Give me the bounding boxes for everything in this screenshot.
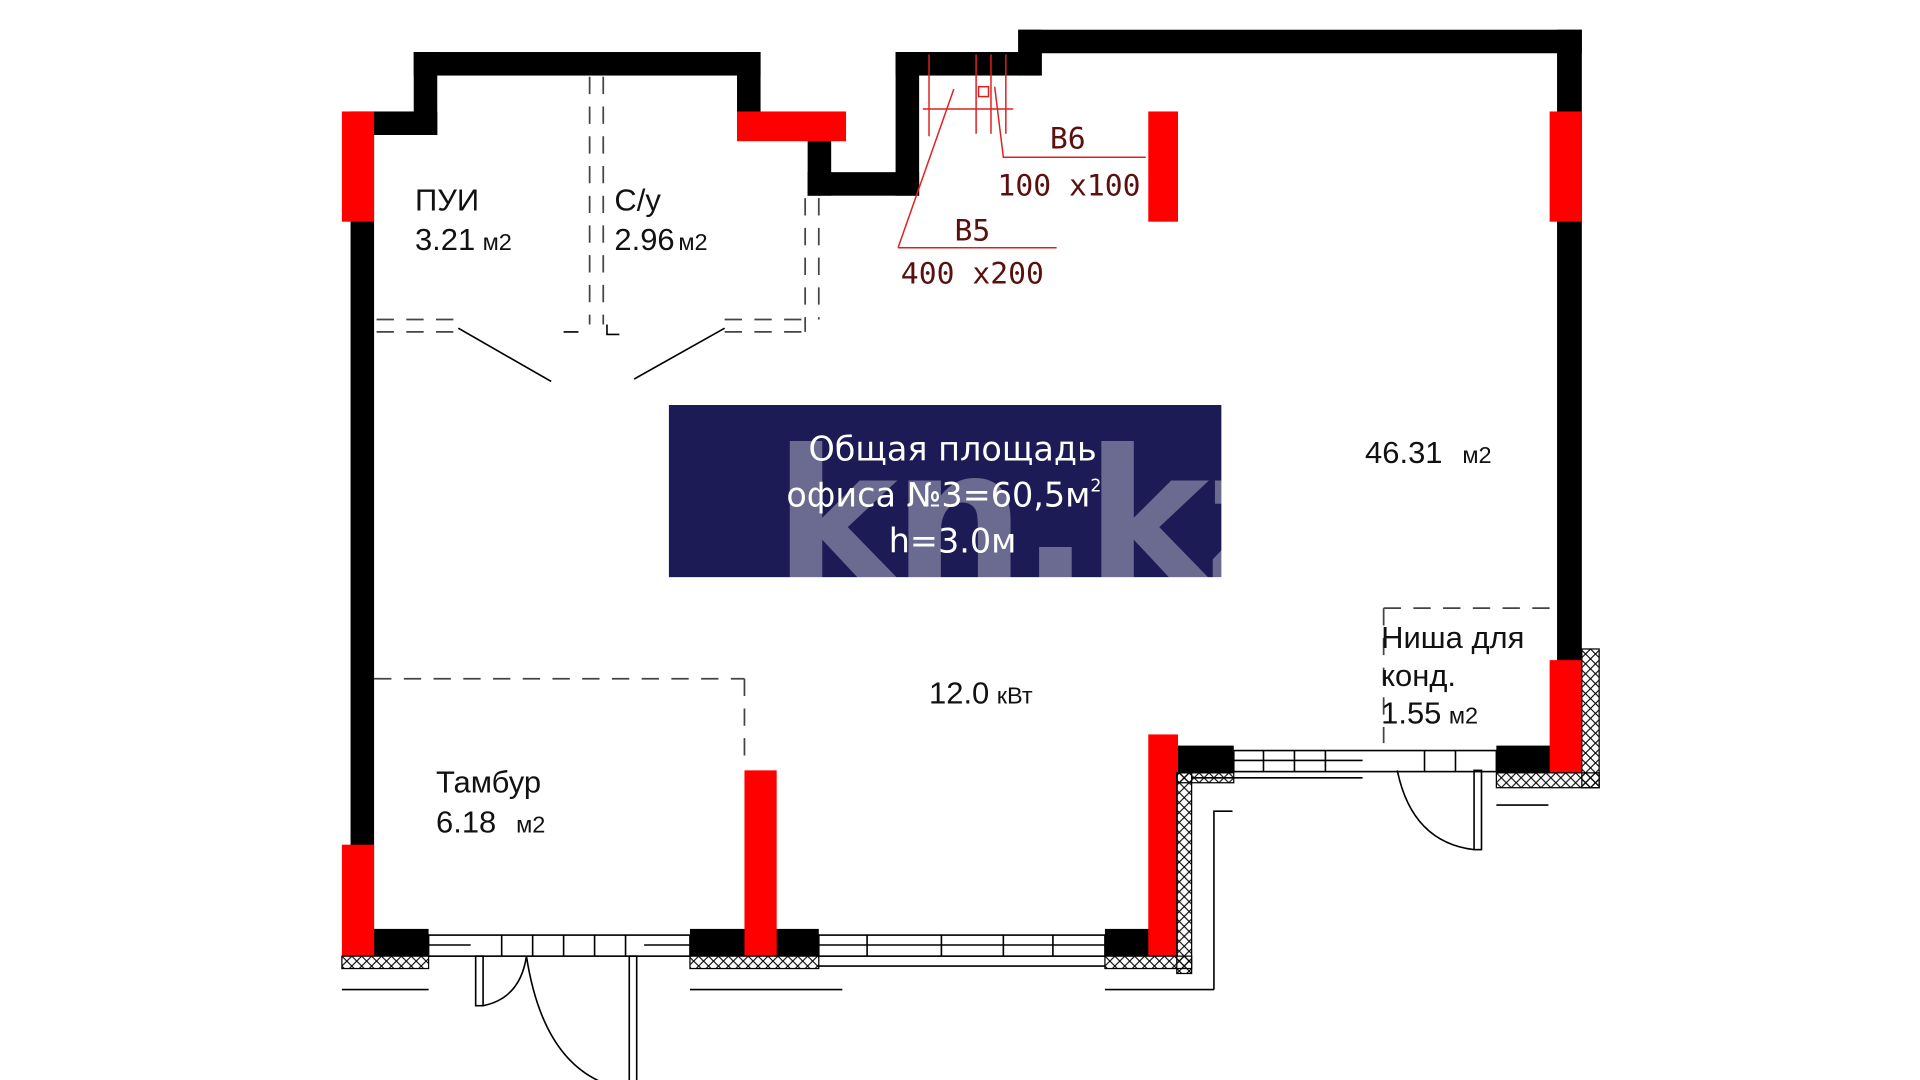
insulation-strip <box>1581 648 1600 789</box>
wall-niche-left-pier <box>1176 745 1234 773</box>
insulation-strip <box>1104 955 1193 970</box>
column <box>1148 734 1179 957</box>
column <box>744 770 777 957</box>
wall-bottom-right-pier <box>1104 928 1150 957</box>
column <box>341 111 375 222</box>
room-name: Ниша для <box>1381 620 1524 655</box>
door-leaf <box>628 955 638 1080</box>
vent-shafts <box>897 54 1146 249</box>
vent-b6-id: В6 <box>1050 122 1086 157</box>
door-leaf <box>1473 769 1483 851</box>
room-name: конд. <box>1381 658 1456 693</box>
exterior-walls <box>350 29 1582 957</box>
vent-b6-size: 100 x100 <box>997 169 1140 204</box>
vent-b5-size: 400 x200 <box>901 257 1044 292</box>
watermark: kn.kz <box>774 410 1307 626</box>
columns <box>341 111 1582 957</box>
wall-bottom-left-pier <box>374 928 429 957</box>
doors <box>457 324 1483 1080</box>
wall-top-main <box>1018 29 1582 54</box>
summary-line-3: h=3.0м <box>889 521 1017 560</box>
partitions <box>374 76 1555 758</box>
insulation-strip <box>689 955 820 970</box>
door-leaf <box>474 955 484 1007</box>
insulation-strip <box>1176 772 1193 975</box>
door-leaf <box>633 327 726 380</box>
room-name: ПУИ <box>415 183 479 218</box>
room-name: Тамбур <box>436 765 541 800</box>
door-swing-arc <box>525 956 600 1080</box>
summary-line-1: Общая площадь <box>808 430 1096 469</box>
summary-area: офиса №3=60,5м <box>786 476 1090 515</box>
insulation-strip <box>1495 772 1600 789</box>
summary-area-sup: 2 <box>1090 477 1101 497</box>
wall-top-bath <box>413 52 761 76</box>
insulation <box>341 648 1600 975</box>
wall-notch-right <box>895 52 920 196</box>
wall-notch-bottom <box>807 172 920 196</box>
column <box>1549 111 1582 222</box>
column <box>737 111 847 142</box>
column <box>1549 660 1582 773</box>
vent-b5-leader <box>897 88 955 248</box>
column <box>341 844 375 957</box>
summary-line-2: офиса №3=60,5м2 <box>786 476 1101 515</box>
room-name: С/у <box>614 183 661 218</box>
door-leaf <box>457 327 552 383</box>
wall-niche-right-pier <box>1496 745 1559 773</box>
wall-left <box>350 111 375 957</box>
vent-b6-leader <box>993 86 1146 159</box>
vent-b5-id: В5 <box>954 213 990 248</box>
door-swing-arc <box>1396 770 1475 851</box>
windows <box>341 749 1549 991</box>
column <box>1148 111 1179 222</box>
summary-box <box>668 405 1222 578</box>
insulation-strip <box>341 955 430 970</box>
door-swing-arc <box>482 956 528 1007</box>
